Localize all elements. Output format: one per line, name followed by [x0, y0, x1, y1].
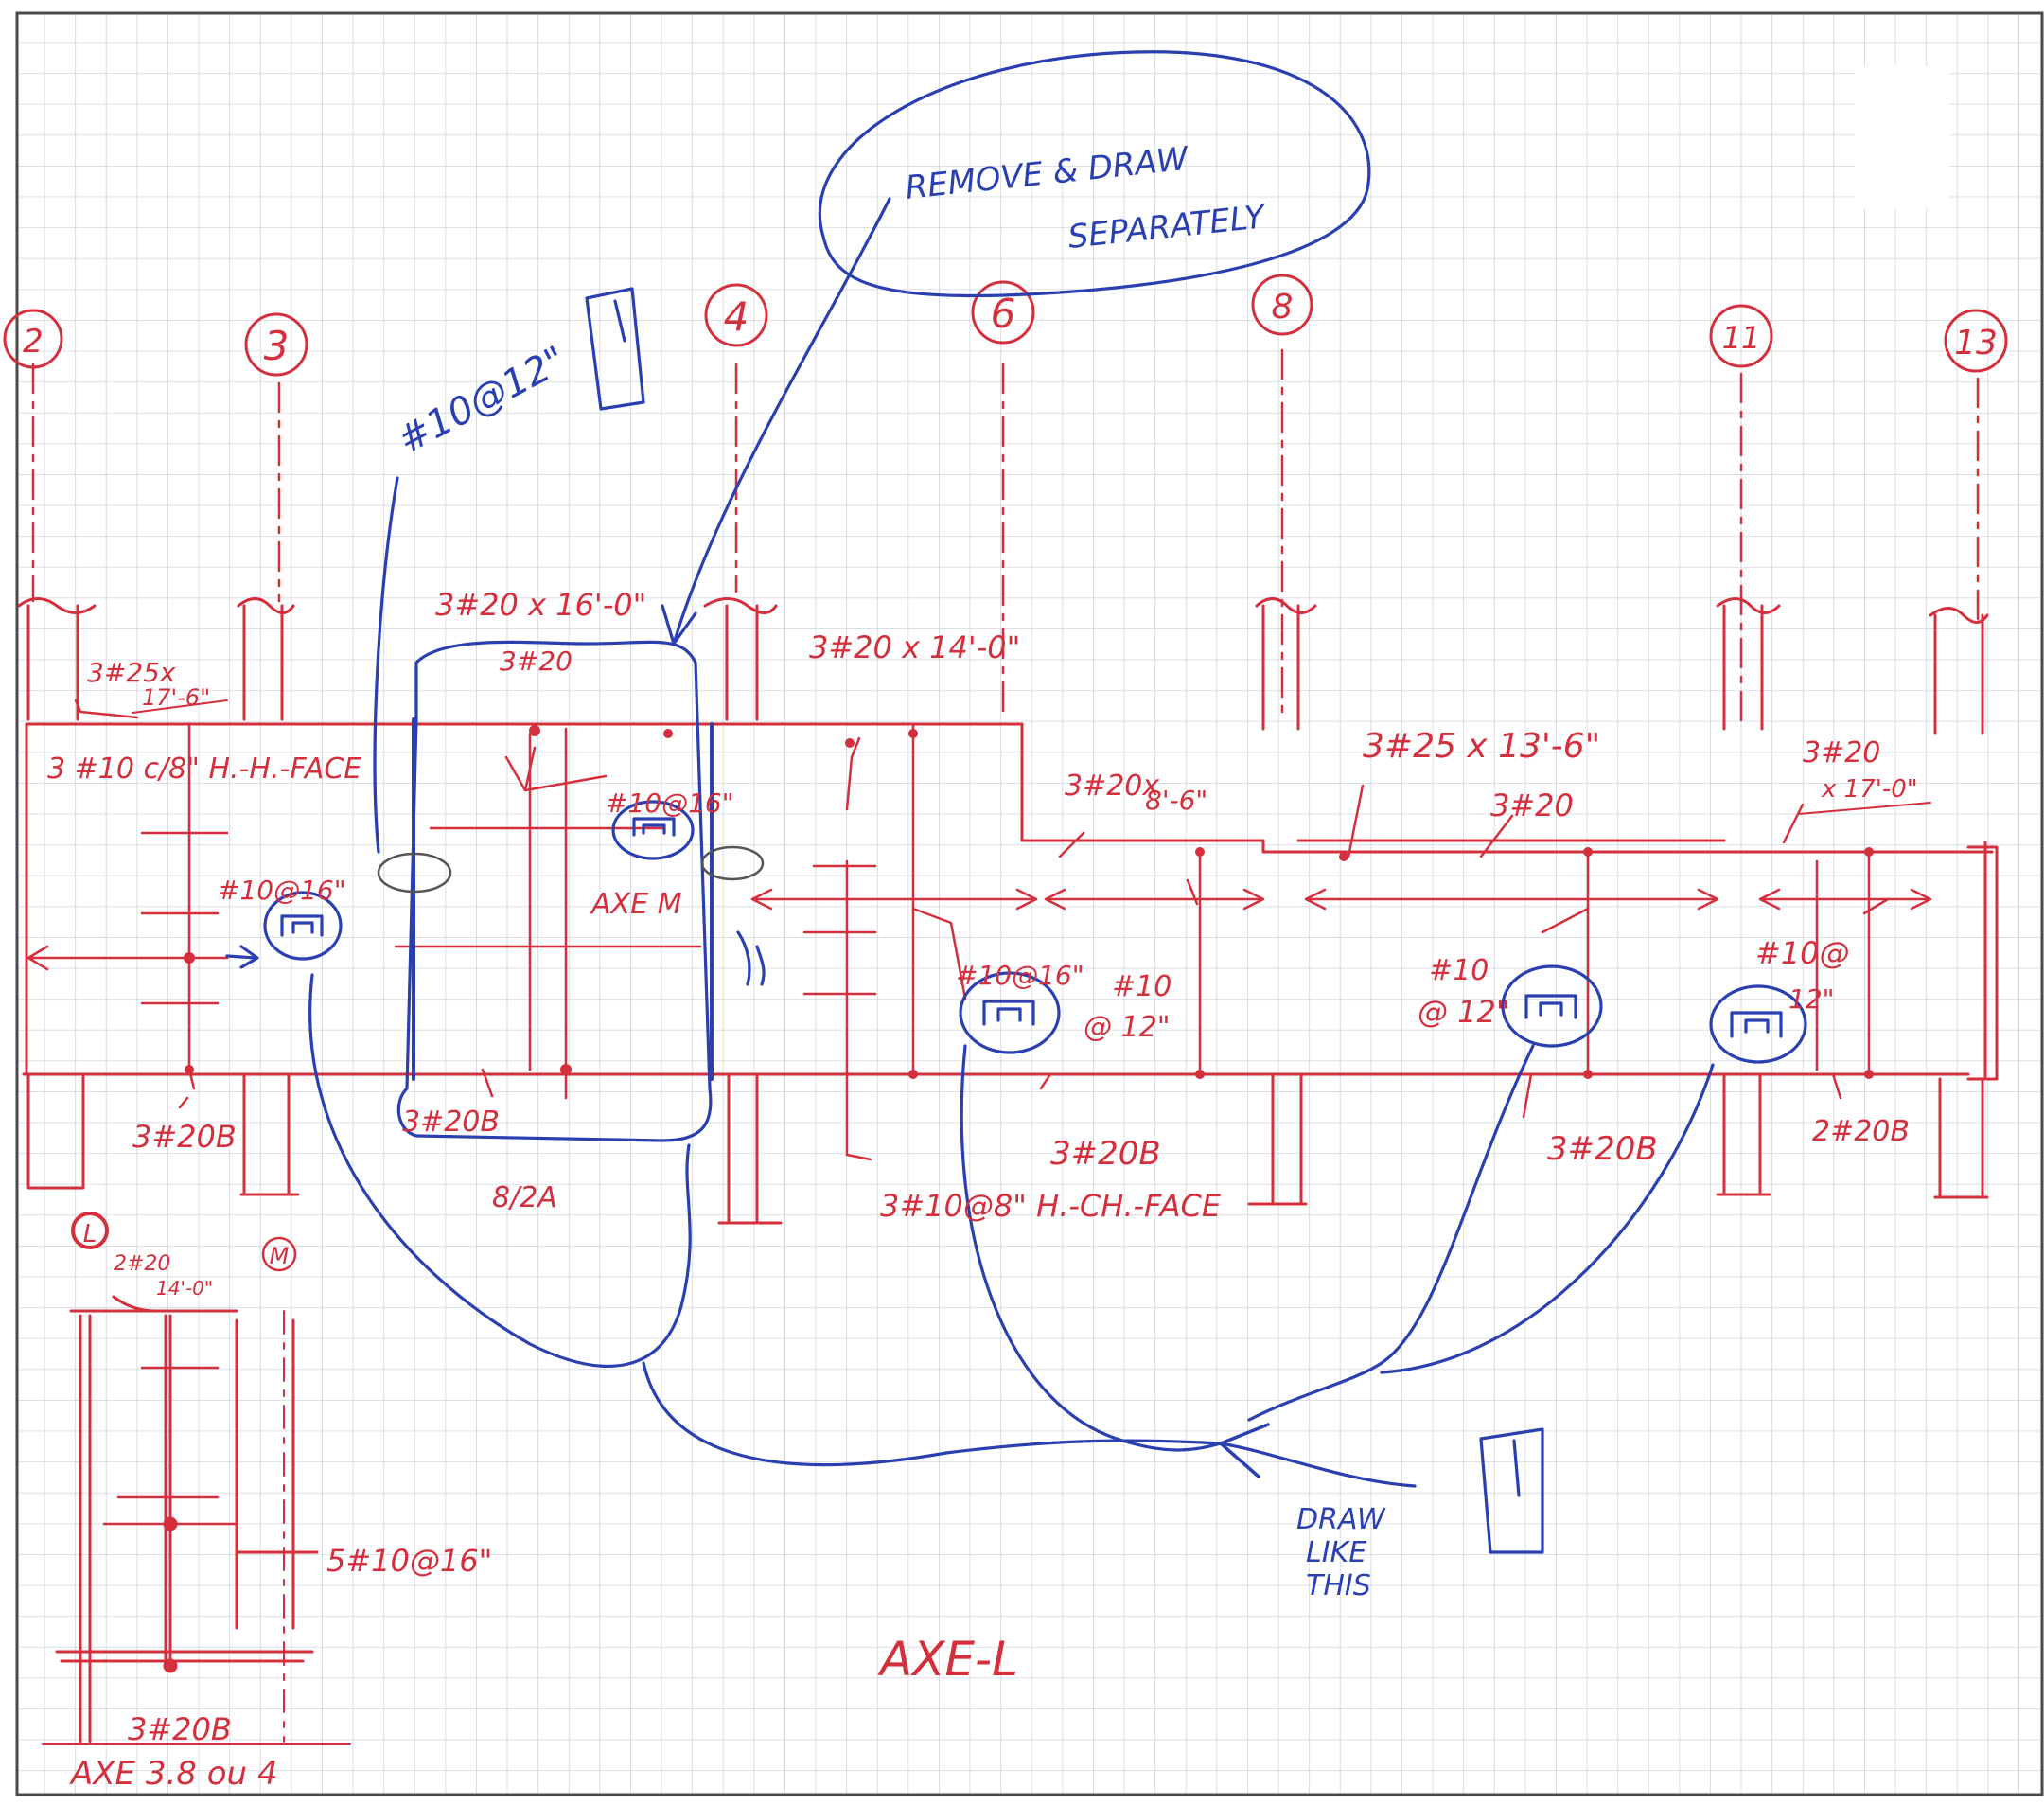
label-a20: 3#20B: [1547, 1130, 1658, 1168]
label-a24: 5#10@16": [326, 1543, 492, 1579]
label-a21: 2#20B: [1812, 1115, 1910, 1148]
stirrup-marks: [102, 831, 877, 1526]
grid-label-3: 3: [264, 323, 290, 369]
label-a19: 3#20B: [1050, 1135, 1161, 1173]
grid-axis-lines: [31, 348, 1980, 731]
draw-note-line2: LIKE: [1306, 1536, 1366, 1569]
grid-bubble-8: [1251, 274, 1313, 336]
beam-top-edge: [26, 722, 1994, 854]
grid-bubble-2: [3, 309, 63, 369]
label-a2: 3 #10 c/8" H.-H.-FACE: [47, 752, 361, 786]
swoop-leader-3: [960, 1044, 1223, 1452]
label-a8: 3#20B: [132, 1119, 237, 1155]
red-annotation-labels: 3#25x 17'-6" 3 #10 c/8" H.-H.-FACE #10@1…: [47, 587, 1918, 1747]
red-structure-drawing: [3, 274, 2008, 1745]
grid-label-6: 6: [991, 291, 1016, 337]
swoop-leader-4: [1247, 1044, 1535, 1422]
section-title: AXE-L: [877, 1632, 1018, 1687]
label-a11b: 8'-6": [1145, 785, 1207, 816]
label-a17b: @ 12": [1418, 994, 1510, 1030]
grid-label-11: 11: [1722, 320, 1761, 356]
remove-callout-leader: [672, 197, 891, 646]
label-a4: 3#20 x 16'-0": [435, 587, 646, 623]
grid-bubble-13: [1944, 309, 2008, 373]
blank-patch: [1855, 66, 1949, 208]
swoop-leader-2: [642, 1361, 1223, 1467]
section-sketch-top: [585, 287, 645, 411]
secondary-title: AXE 3.8 ou 4: [69, 1755, 278, 1793]
column-stubs-bottom: [26, 1072, 1989, 1225]
label-a10: 3#20 x 14'-0": [809, 629, 1020, 665]
removed-segment-outline: [396, 640, 713, 1142]
label-a26: 8/2A: [492, 1181, 557, 1214]
label-a14: 3#20: [1803, 736, 1880, 770]
grid-bubble-3: [244, 312, 308, 377]
grid-label-2: 2: [23, 323, 44, 361]
stirrup-highlight-2: [611, 800, 695, 860]
draw-note-line3: THIS: [1306, 1569, 1371, 1602]
detail-bubble-l: L: [83, 1220, 97, 1248]
grid-label-8: 8: [1272, 288, 1294, 327]
blue-markup-layer: [225, 50, 1807, 1554]
label-a16b: @ 12": [1084, 1011, 1171, 1044]
grid-bubble-4: [704, 283, 768, 347]
label-a13: 3#20: [1490, 787, 1574, 823]
remove-callout-ellipse: [818, 50, 1371, 298]
label-a12: 3#25 x 13'-6": [1363, 727, 1600, 766]
dimension-arrows: [26, 826, 1932, 971]
label-a22: 3#10@8" H.-CH.-FACE: [880, 1188, 1222, 1224]
grey-ovals: [377, 845, 765, 894]
draw-note-line1: DRAW: [1296, 1503, 1386, 1536]
label-a15: #10@16": [956, 960, 1084, 991]
grid-label-4: 4: [724, 293, 749, 340]
spacing-leader: [373, 476, 399, 854]
label-a3: #10@16": [218, 875, 346, 906]
detail-bubble-m: M: [270, 1243, 290, 1269]
label-a6: #10@16": [606, 787, 734, 819]
label-a23b: 14'-0": [156, 1277, 213, 1300]
sheet-frame: [15, 11, 2044, 1796]
label-a1: 3#25x: [87, 657, 176, 688]
label-a14b: x 17'-0": [1821, 775, 1918, 804]
detail-section: [42, 1212, 351, 1745]
label-a18: #10@: [1755, 935, 1850, 971]
label-a11: 3#20x: [1065, 770, 1159, 803]
grid-bubble-11: [1709, 304, 1773, 368]
stirrup-highlight-1: [263, 891, 343, 961]
grid-label-13: 13: [1954, 324, 1998, 363]
column-stubs-top: [17, 597, 1989, 735]
label-a1b: 17'-6": [142, 684, 210, 711]
stirrup-highlight-4: [1501, 964, 1603, 1048]
label-a16: #10: [1112, 970, 1172, 1003]
label-a17: #10: [1429, 954, 1489, 987]
draw-like-this-leader: [1219, 1442, 1417, 1488]
grid-paper: [17, 13, 2042, 1795]
swoop-leader-5: [1380, 1063, 1715, 1374]
grid-bubble-6: [971, 280, 1035, 345]
label-a7: AXE M: [590, 888, 682, 921]
swoop-leader-1: [308, 973, 692, 1368]
leader-lines: [74, 699, 1890, 1119]
stirrup-highlight-5: [1709, 984, 1807, 1064]
grid-bubble-labels: 2 3 4 6 8 11 13 L M: [23, 288, 1998, 1269]
label-a5: 3#20: [500, 646, 573, 677]
label-a18b: 12": [1788, 983, 1835, 1015]
label-a23: 2#20: [114, 1252, 170, 1276]
label-a25: 3#20B: [128, 1711, 232, 1747]
stirrup-highlight-3: [959, 971, 1061, 1054]
section-sketch-bottom: [1479, 1427, 1544, 1554]
label-a9: 3#20B: [402, 1106, 500, 1139]
